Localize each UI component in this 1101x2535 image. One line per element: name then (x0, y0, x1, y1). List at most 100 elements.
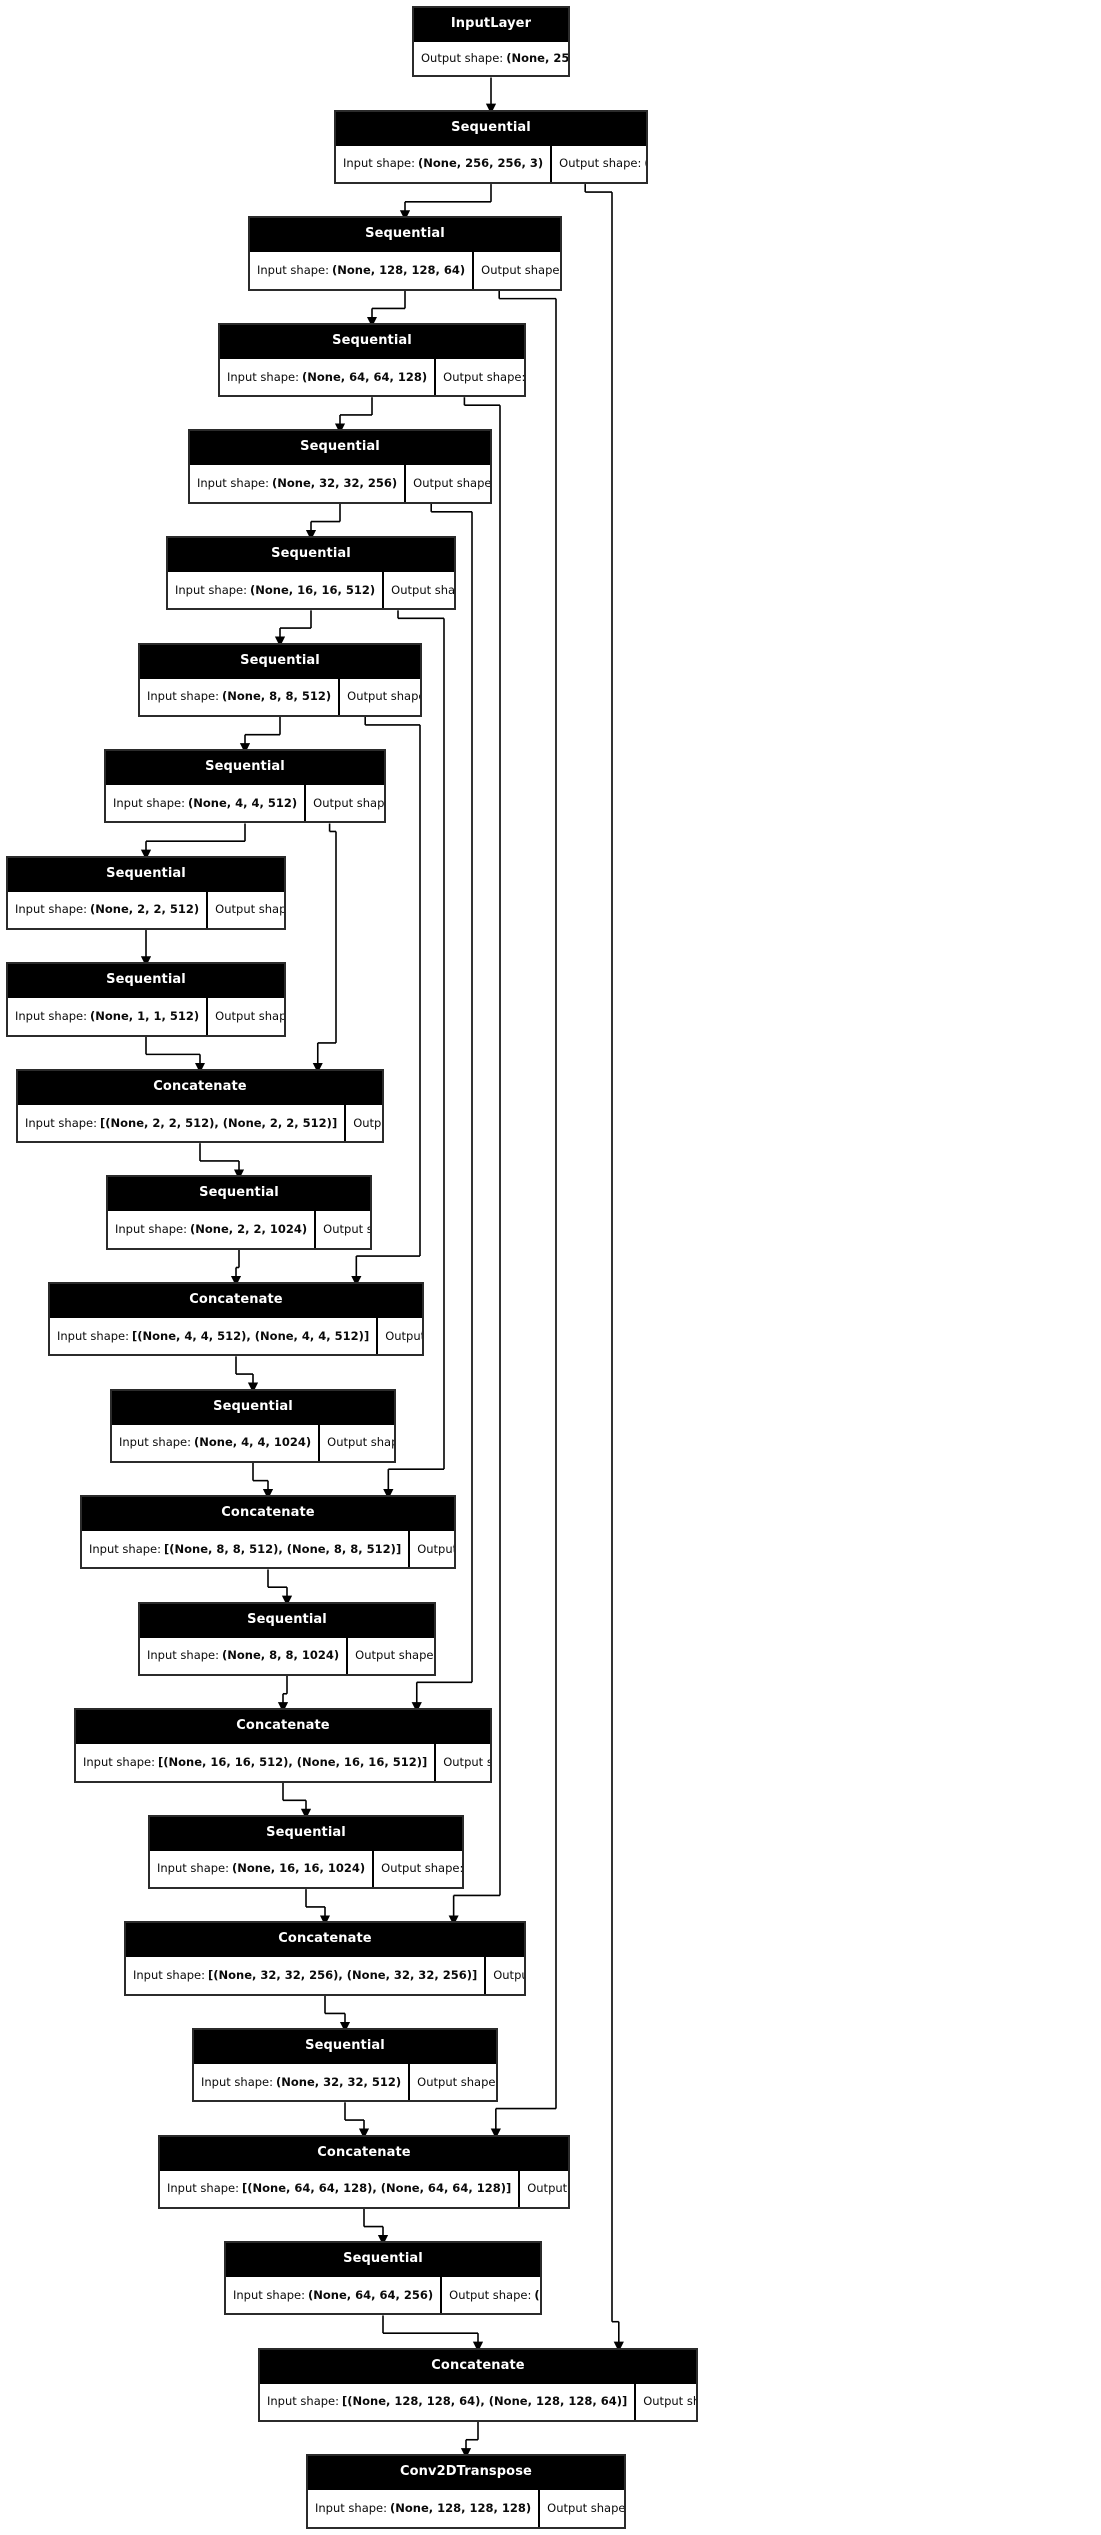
node-title: InputLayer (414, 8, 568, 41)
node-title: Concatenate (76, 1710, 490, 1743)
node-title: Concatenate (18, 1070, 382, 1103)
node-input-shape-label: Input shape: (227, 369, 300, 384)
node-input-shape-label: Input shape: (83, 1754, 156, 1769)
node-shapes: Input shape:(None, 128, 128, 128)Output … (308, 2488, 626, 2527)
node-input-shape: Input shape:(None, 64, 64, 128) (220, 358, 437, 396)
node-shapes: Input shape:[(None, 128, 128, 64), (None… (260, 2381, 696, 2420)
node-output-shape-label: Output shape: (385, 1328, 424, 1343)
node-input-shape-label: Input shape: (15, 1008, 88, 1023)
node-output-shape: Output shape:(None, 2, 2, 512) (306, 785, 384, 822)
node-input-shape-label: Input shape: (15, 902, 88, 917)
node-shapes: Input shape:(None, 8, 8, 512) Output shap… (140, 676, 420, 715)
node-input-shape: Input shape:[(None, 16, 16, 512), (None,… (76, 1744, 437, 1781)
node-input-shape-value: (None, 8, 8, 1024) (222, 1648, 340, 1663)
node-input-shape: Input shape:(None, 2, 2, 512) (8, 891, 209, 929)
node-output-shape-label: Output shape: (417, 1541, 456, 1556)
node-title: Sequential (190, 431, 490, 464)
node-shapes: Input shape:(None, 4, 4, 512)Output shap… (106, 783, 384, 822)
node-input-shape-label: Input shape: (197, 476, 270, 491)
node-output-shape: Output shape:(None, 128, 128, 128) (636, 2383, 696, 2420)
node-output-shape: Output shape:(None, 4, 4, 512) (340, 678, 420, 715)
node-output-shape-label: Output shape: (417, 2074, 498, 2089)
node-input-shape-label: Input shape: (133, 1968, 206, 1983)
node-shapes: Input shape:(None, 2, 2, 512)Output shap… (8, 889, 284, 929)
node-output-shape-label: Output shape: (527, 2181, 568, 2196)
node-output-shape: Output shape:(None, 8, 8, 512) (384, 572, 456, 609)
node-output-shape: Output shape:(None, 32, 32, 512) (486, 1957, 524, 1994)
node-input-shape-label: Input shape: (147, 689, 220, 704)
node-output-shape-label: Output shape: (547, 2500, 626, 2515)
node-output-shape: Output shape:(None, 8, 8, 512) (320, 1424, 394, 1461)
node-input-shape-value: [(None, 2, 2, 512), (None, 2, 2, 512)] (100, 1115, 338, 1130)
node-input-shape-label: Input shape: (89, 1541, 162, 1556)
node-input-shape-label: Input shape: (25, 1115, 98, 1130)
node-title: Concatenate (160, 2136, 568, 2169)
node-input-shape: Input shape:(None, 4, 4, 1024) (112, 1424, 321, 1461)
node-input-shape: Input shape:(None, 2, 2, 1024) (108, 1211, 317, 1248)
node-input-shape-label: Input shape: (157, 1861, 230, 1876)
node-input-shape: Input shape:[(None, 4, 4, 512), (None, 4… (50, 1318, 379, 1355)
node-output-shape: Output shape:(None, 4, 4, 1024) (378, 1318, 424, 1355)
node-shapes: Input shape:[(None, 64, 64, 128), (None,… (160, 2168, 568, 2207)
node-input-shape-value: (None, 256, 256, 3) (418, 156, 544, 171)
node-output-shape-label: Output shape: (443, 369, 526, 384)
node-shapes: Input shape:(None, 1, 1, 512)Output shap… (8, 996, 286, 1035)
node-input-shape-value: (None, 128, 128, 64) (332, 262, 466, 277)
node-title: Sequential (168, 538, 454, 571)
node-input-shape-label: Input shape: (167, 2181, 240, 2196)
node-output-shape: Output shape:(None, 4, 4, 512) (316, 1211, 370, 1248)
node-output-shape: Output shape:(None, 64, 64, 256) (520, 2170, 568, 2207)
node-input-shape: Input shape:(None, 1, 1, 512) (8, 998, 209, 1035)
node-output-shape-label: Output shape: (215, 1008, 286, 1023)
node-output-shape-label: Output shape: (355, 1648, 436, 1663)
node-shapes: Input shape:(None, 8, 8, 1024)Output sha… (140, 1635, 436, 1674)
node-input-shape-value: (None, 8, 8, 512) (222, 689, 332, 704)
node-output-shape-label: Output shape: (413, 476, 492, 491)
node-shapes: Input shape:[(None, 16, 16, 512), (None,… (76, 1742, 490, 1781)
node-output-shape-label: Output shape: (391, 582, 456, 597)
node-title: Sequential (140, 1603, 434, 1636)
node-output-shape-label: Output shape: (449, 2287, 532, 2302)
node-input-shape-value: [(None, 8, 8, 512), (None, 8, 8, 512)] (164, 1541, 402, 1556)
node-output-shape-label: Output shape: (381, 1861, 464, 1876)
node-title: Sequential (250, 218, 560, 251)
node-title: Sequential (226, 2243, 540, 2276)
node-title: Sequential (140, 644, 420, 677)
node-title: Sequential (112, 1390, 394, 1423)
node-output-shape: Output shape:(None, 32, 32, 256) (436, 358, 526, 396)
node-output-shape: Output shape:(None, 16, 16, 512) (406, 465, 492, 502)
node-input-shape-value: (None, 32, 32, 512) (276, 2074, 402, 2089)
node-output-shape: Output shape:(None, 2, 2, 512) (208, 998, 286, 1035)
node-shapes: Input shape:(None, 256, 256, 3)Output sh… (336, 143, 646, 183)
node-input-shape-value: (None, 64, 64, 128) (302, 369, 428, 384)
node-shapes: Input shape:(None, 16, 16, 512)Output sh… (168, 570, 456, 609)
node-input-shape-label: Input shape: (343, 156, 416, 171)
node-input-shape-label: Input shape: (267, 2394, 340, 2409)
node-shapes: Input shape:(None, 64, 64, 256)Output sh… (226, 2275, 540, 2314)
node-output-shape: Output shape:(None, 32, 32, 256) (374, 1850, 464, 1888)
